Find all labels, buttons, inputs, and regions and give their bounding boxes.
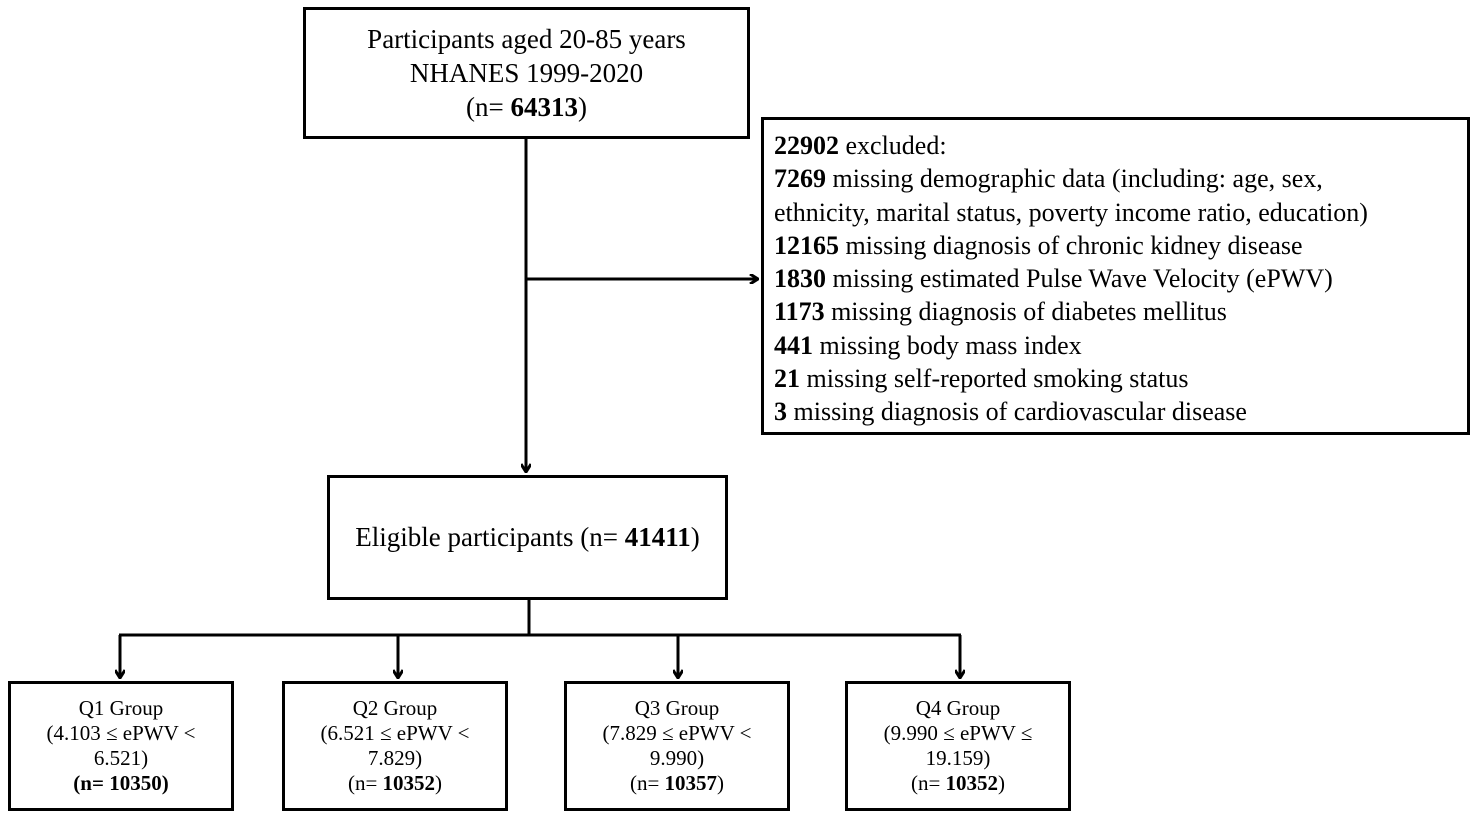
exclusion-item: 12165 missing diagnosis of chronic kidne…: [774, 230, 1303, 260]
group-title: Q4 Group: [915, 696, 1001, 720]
exclusion-item: 3 missing diagnosis of cardiovascular di…: [774, 397, 1247, 427]
group-range: 6.521): [93, 746, 149, 770]
group-count: (n= 10352): [347, 771, 443, 795]
group-range: (6.521 ≤ ePWV <: [320, 721, 470, 745]
group-range: (4.103 ≤ ePWV <: [46, 721, 196, 745]
group-title: Q1 Group: [78, 696, 164, 720]
group-range: (9.990 ≤ ePWV ≤: [883, 721, 1033, 745]
exclusion-item: 441 missing body mass index: [774, 330, 1082, 360]
group-count: (n= 10357): [629, 771, 725, 795]
participants-line1: Participants aged 20-85 years: [367, 24, 686, 54]
q1-group-box: Q1 Group (4.103 ≤ ePWV < 6.521) (n= 1035…: [8, 681, 234, 811]
group-range: 9.990): [649, 746, 705, 770]
participants-box: Participants aged 20-85 years NHANES 199…: [303, 7, 750, 139]
exclusion-box: 22902 excluded: 7269 missing demographic…: [761, 117, 1470, 435]
participants-count: (n= 64313): [466, 92, 587, 122]
exclusion-header: 22902 excluded:: [774, 131, 947, 160]
group-count: (n= 10352): [910, 771, 1006, 795]
group-range: 7.829): [367, 746, 423, 770]
q2-group-box: Q2 Group (6.521 ≤ ePWV < 7.829) (n= 1035…: [282, 681, 508, 811]
exclusion-item: 1173 missing diagnosis of diabetes melli…: [774, 297, 1227, 327]
q4-group-box: Q4 Group (9.990 ≤ ePWV ≤ 19.159) (n= 103…: [845, 681, 1071, 811]
group-range: 19.159): [925, 746, 991, 770]
exclusion-item: 21 missing self-reported smoking status: [774, 364, 1189, 394]
group-range: (7.829 ≤ ePWV <: [602, 721, 752, 745]
group-title: Q2 Group: [352, 696, 438, 720]
exclusion-item: 7269 missing demographic data (including…: [774, 164, 1323, 194]
exclusion-item: 1830 missing estimated Pulse Wave Veloci…: [774, 264, 1333, 294]
participants-line2: NHANES 1999-2020: [409, 58, 644, 88]
eligible-label: Eligible participants (n= 41411): [355, 522, 700, 552]
eligible-box: Eligible participants (n= 41411): [327, 475, 728, 600]
q3-group-box: Q3 Group (7.829 ≤ ePWV < 9.990) (n= 1035…: [564, 681, 790, 811]
group-title: Q3 Group: [634, 696, 720, 720]
exclusion-item: ethnicity, marital status, poverty incom…: [774, 197, 1368, 227]
group-count: (n= 10350): [73, 771, 169, 795]
